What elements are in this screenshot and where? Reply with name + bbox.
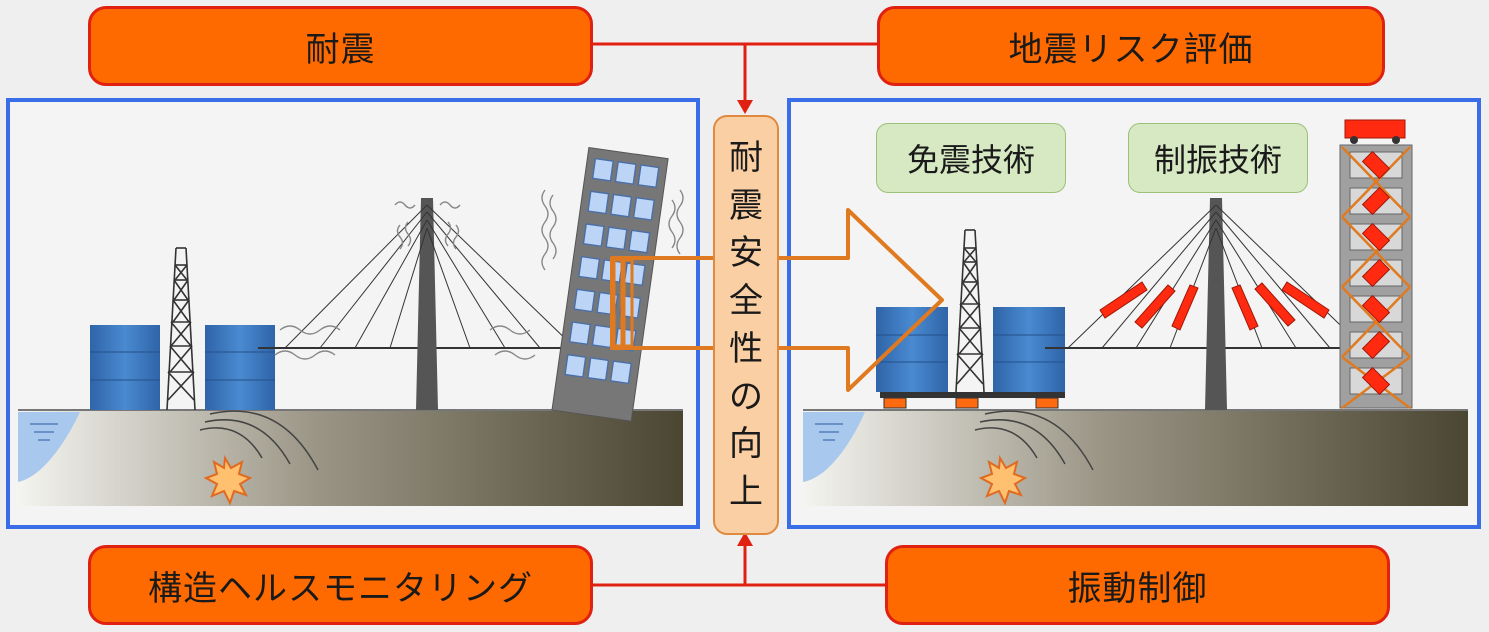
improvement-arrow xyxy=(610,208,944,392)
water xyxy=(803,412,865,482)
label-text: 免震技術 xyxy=(906,141,1035,179)
left-panel xyxy=(6,98,700,529)
tank xyxy=(876,307,948,392)
center-char: 安 xyxy=(729,233,763,274)
lattice-tower xyxy=(166,247,196,411)
isolator xyxy=(883,397,1059,409)
epicenter-icon xyxy=(203,454,253,506)
tank xyxy=(90,325,160,410)
center-char: 向 xyxy=(729,424,763,465)
lattice-tower xyxy=(955,229,985,393)
top-connector xyxy=(593,42,877,114)
center-char: 上 xyxy=(729,472,763,513)
bridge-pylon xyxy=(416,198,438,410)
right-panel xyxy=(787,98,1481,529)
water xyxy=(18,412,80,482)
center-goal-box: 耐 震 安 全 性 の 向 上 xyxy=(713,115,779,535)
center-char: 震 xyxy=(729,185,763,226)
center-char: の xyxy=(729,376,763,417)
tank xyxy=(205,325,275,410)
seismic-waves xyxy=(199,410,319,471)
center-char: 全 xyxy=(729,281,763,322)
tag-vibration-control: 振動制御 xyxy=(885,545,1390,625)
epicenter-icon xyxy=(978,454,1028,506)
bridge-cables xyxy=(284,204,576,349)
center-char: 性 xyxy=(729,328,763,369)
tag-seismic-risk-assessment: 地震リスク評価 xyxy=(877,6,1385,86)
seismic-waves xyxy=(974,410,1094,471)
tag-label: 振動制御 xyxy=(1067,568,1208,609)
damped-tower xyxy=(1339,119,1413,409)
tag-label: 耐震 xyxy=(305,29,376,70)
tag-label: 地震リスク評価 xyxy=(1008,29,1254,70)
bottom-connector xyxy=(593,532,885,587)
cable-damper xyxy=(1099,281,1330,331)
label-text: 制振技術 xyxy=(1153,141,1282,179)
vibration-marks xyxy=(274,189,684,360)
bridge-cables xyxy=(1067,204,1365,349)
tank xyxy=(993,307,1065,392)
ground xyxy=(18,410,683,506)
tag-seismic-resistance: 耐震 xyxy=(88,6,593,86)
ground xyxy=(803,410,1468,506)
bridge-pylon xyxy=(1205,198,1227,410)
label-base-isolation: 免震技術 xyxy=(876,123,1066,193)
tag-label: 構造ヘルスモニタリング xyxy=(148,568,533,609)
center-char: 耐 xyxy=(729,137,763,178)
tag-structural-health-monitoring: 構造ヘルスモニタリング xyxy=(88,545,593,625)
label-vibration-damping: 制振技術 xyxy=(1128,123,1308,193)
